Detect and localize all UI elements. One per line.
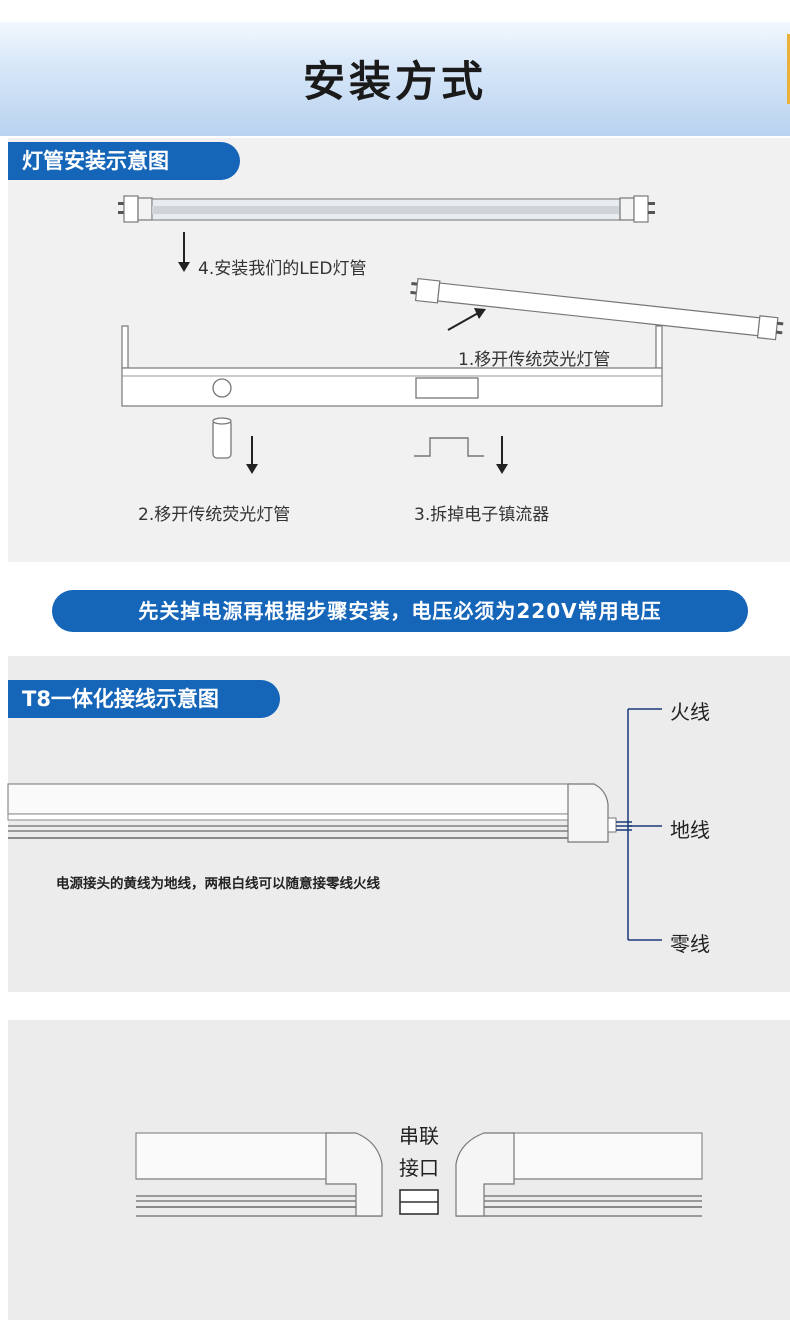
- header-banner: 安装方式: [0, 22, 790, 136]
- header-edge-accent: [787, 34, 790, 104]
- series-label-line2: 接口: [399, 1156, 439, 1180]
- step-1-caption: 1.移开传统荧光灯管: [458, 350, 611, 370]
- ground-wire-label: 地线: [670, 818, 710, 842]
- page-title: 安装方式: [302, 57, 487, 106]
- wiring-note: 电源接头的黄线为地线，两根白线可以随意接零线火线: [56, 876, 380, 892]
- wiring-section-title: T8一体化接线示意图: [8, 680, 280, 718]
- step-3-caption: 3.拆掉电子镇流器: [414, 505, 550, 525]
- installation-section-title: 灯管安装示意图: [8, 142, 240, 180]
- live-wire-label: 火线: [670, 700, 710, 724]
- safety-warning-banner: 先关掉电源再根据步骤安装，电压必须为220V常用电压: [52, 590, 748, 632]
- series-label-line1: 串联: [399, 1124, 439, 1148]
- step-2-caption: 2.移开传统荧光灯管: [138, 505, 291, 525]
- step-4-caption: 4.安装我们的LED灯管: [198, 259, 367, 279]
- neutral-wire-label: 零线: [670, 932, 710, 956]
